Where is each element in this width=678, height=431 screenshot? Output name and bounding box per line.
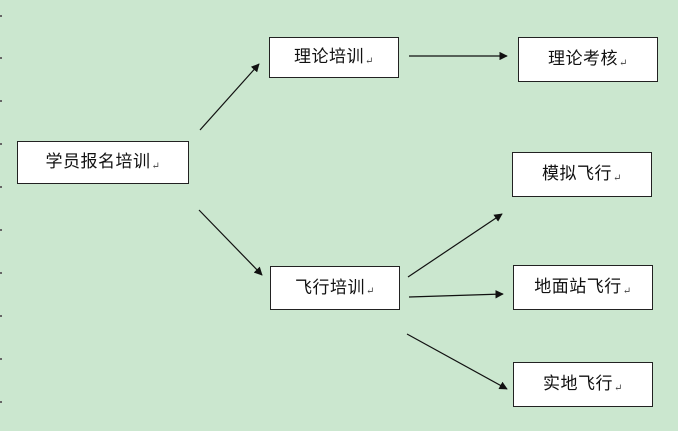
arrow-registration-to-theory-training <box>199 63 260 131</box>
paragraph-mark-icon: ↵ <box>613 172 622 184</box>
paragraph-mark-icon: ↵ <box>365 55 374 67</box>
paragraph-mark-icon: ↵ <box>366 286 375 297</box>
margin-dot <box>0 100 2 102</box>
node-flight-training: 飞行培训↵ <box>270 266 400 310</box>
margin-dot <box>0 401 2 403</box>
margin-dot <box>0 15 2 17</box>
margin-dot <box>0 186 2 188</box>
node-field-flight: 实地飞行↵ <box>513 362 653 407</box>
arrow-flight-training-to-simulated-flight <box>407 213 503 278</box>
margin-dot <box>0 143 2 145</box>
margin-dot <box>0 315 2 317</box>
node-student-registration: 学员报名培训↵ <box>17 141 189 184</box>
node-simulated-flight: 模拟飞行↵ <box>512 152 652 197</box>
node-student-registration-label: 学员报名培训 <box>45 152 151 172</box>
margin-dot <box>0 57 2 59</box>
paragraph-mark-icon: ↵ <box>614 382 623 394</box>
node-theory-exam-label: 理论考核 <box>548 49 619 69</box>
node-theory-exam: 理论考核↵ <box>518 37 658 82</box>
paragraph-mark-icon: ↵ <box>622 285 632 297</box>
arrow-flight-training-to-ground-station-flight <box>408 290 504 299</box>
node-theory-training: 理论培训↵ <box>269 37 399 78</box>
arrow-registration-to-flight-training <box>198 209 263 276</box>
node-simulated-flight-label: 模拟飞行 <box>542 164 613 184</box>
node-flight-training-label: 飞行培训 <box>295 277 366 298</box>
paragraph-mark-icon: ↵ <box>619 57 628 69</box>
arrow-flight-training-to-field-flight <box>406 333 508 390</box>
node-field-flight-label: 实地飞行 <box>543 374 614 394</box>
margin-dot <box>0 358 2 360</box>
margin-dot <box>0 229 2 231</box>
paragraph-mark-icon: ↵ <box>151 160 161 172</box>
node-theory-training-label: 理论培训 <box>294 47 365 67</box>
margin-dot <box>0 272 2 274</box>
node-ground-station-flight: 地面站飞行↵ <box>513 265 653 310</box>
node-ground-station-flight-label: 地面站飞行 <box>534 277 622 297</box>
